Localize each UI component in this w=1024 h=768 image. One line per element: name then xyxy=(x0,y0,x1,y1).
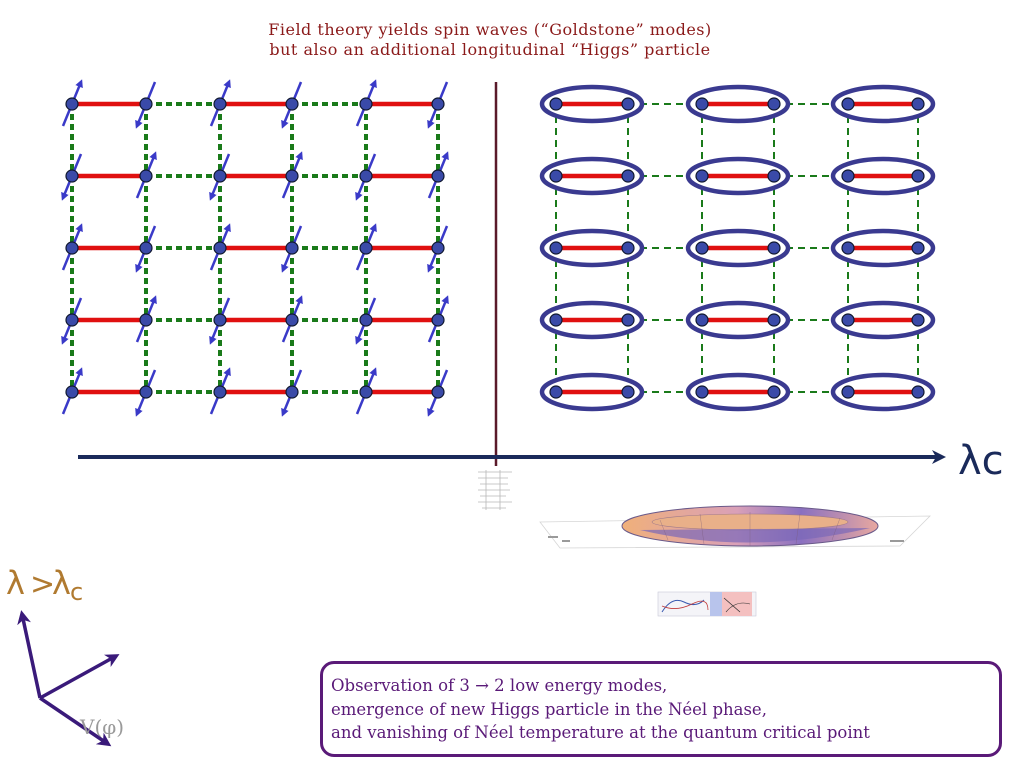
lattice-site xyxy=(767,241,781,255)
title-line-2: but also an additional longitudinal “Hig… xyxy=(269,40,711,59)
lattice-site xyxy=(65,241,79,255)
lattice-site xyxy=(621,385,635,399)
lattice-site xyxy=(621,241,635,255)
lattice-site xyxy=(285,169,299,183)
lattice-site xyxy=(911,241,925,255)
observation-line-2: emergence of new Higgs particle in the N… xyxy=(331,699,767,719)
lattice-site xyxy=(549,313,563,327)
lattice-site xyxy=(213,313,227,327)
lattice-site xyxy=(695,313,709,327)
lattice-site xyxy=(431,385,445,399)
lattice-site xyxy=(213,97,227,111)
lattice-site xyxy=(65,313,79,327)
lattice-site xyxy=(695,241,709,255)
potential-field-axis xyxy=(39,654,120,700)
lattice-site xyxy=(767,169,781,183)
lattice-site xyxy=(213,169,227,183)
critical-point-thumbnail xyxy=(474,466,516,512)
lattice-site xyxy=(841,385,855,399)
potential-axes: V(φ) xyxy=(17,610,124,747)
lattice-site xyxy=(65,385,79,399)
lattice-site xyxy=(139,385,153,399)
lattice-site xyxy=(549,385,563,399)
lattice-site xyxy=(767,385,781,399)
lattice-site xyxy=(285,241,299,255)
lattice-site xyxy=(767,313,781,327)
lattice-site xyxy=(285,385,299,399)
lattice-site xyxy=(285,313,299,327)
lattice-site xyxy=(695,169,709,183)
lattice-site xyxy=(359,97,373,111)
lattice-site xyxy=(549,97,563,111)
lattice-site xyxy=(695,385,709,399)
lattice-site xyxy=(695,97,709,111)
lattice-site xyxy=(911,385,925,399)
observation-line-1: Observation of 3 → 2 low energy modes, xyxy=(331,676,668,695)
lattice-site xyxy=(359,241,373,255)
slide-title: Field theory yields spin waves (“Goldsto… xyxy=(0,20,980,60)
lattice-site xyxy=(549,241,563,255)
lattice-site xyxy=(431,241,445,255)
lattice-site xyxy=(911,97,925,111)
lattice-site xyxy=(841,97,855,111)
lattice-site xyxy=(285,97,299,111)
lattice-site xyxy=(139,313,153,327)
lattice-site xyxy=(65,97,79,111)
lattice-site xyxy=(621,313,635,327)
potential-vertical-axis xyxy=(17,610,42,699)
lattice-site xyxy=(139,169,153,183)
lattice-site xyxy=(431,97,445,111)
spectrum-thumbnail xyxy=(657,591,757,617)
lattice-site xyxy=(359,385,373,399)
neel-lattice xyxy=(61,79,449,417)
mexican-hat-surface xyxy=(539,505,931,549)
lattice-site xyxy=(549,169,563,183)
observation-box: Observation of 3 → 2 low energy modes, e… xyxy=(320,661,1002,757)
lattice-site xyxy=(911,169,925,183)
lattice-site xyxy=(359,313,373,327)
lattice-site xyxy=(841,169,855,183)
potential-field-axis-2 xyxy=(39,696,112,747)
lattice-site xyxy=(841,313,855,327)
potential-label: V(φ) xyxy=(79,715,124,739)
lattice-site xyxy=(139,241,153,255)
lattice-site xyxy=(621,97,635,111)
title-line-1: Field theory yields spin waves (“Goldsto… xyxy=(268,20,712,39)
lattice-site xyxy=(431,169,445,183)
lattice-site xyxy=(431,313,445,327)
lattice-site xyxy=(767,97,781,111)
observation-line-3: and vanishing of Néel temperature at the… xyxy=(331,723,870,742)
lattice-site xyxy=(359,169,373,183)
dimer-lattice xyxy=(539,84,936,412)
lattice-site xyxy=(841,241,855,255)
lattice-site xyxy=(621,169,635,183)
lattice-site xyxy=(65,169,79,183)
regime-label: λ > λ c xyxy=(6,564,83,606)
axis-label: λc xyxy=(958,438,1004,484)
lattice-site xyxy=(213,385,227,399)
lattice-site xyxy=(213,241,227,255)
lattice-site xyxy=(911,313,925,327)
lattice-site xyxy=(139,97,153,111)
